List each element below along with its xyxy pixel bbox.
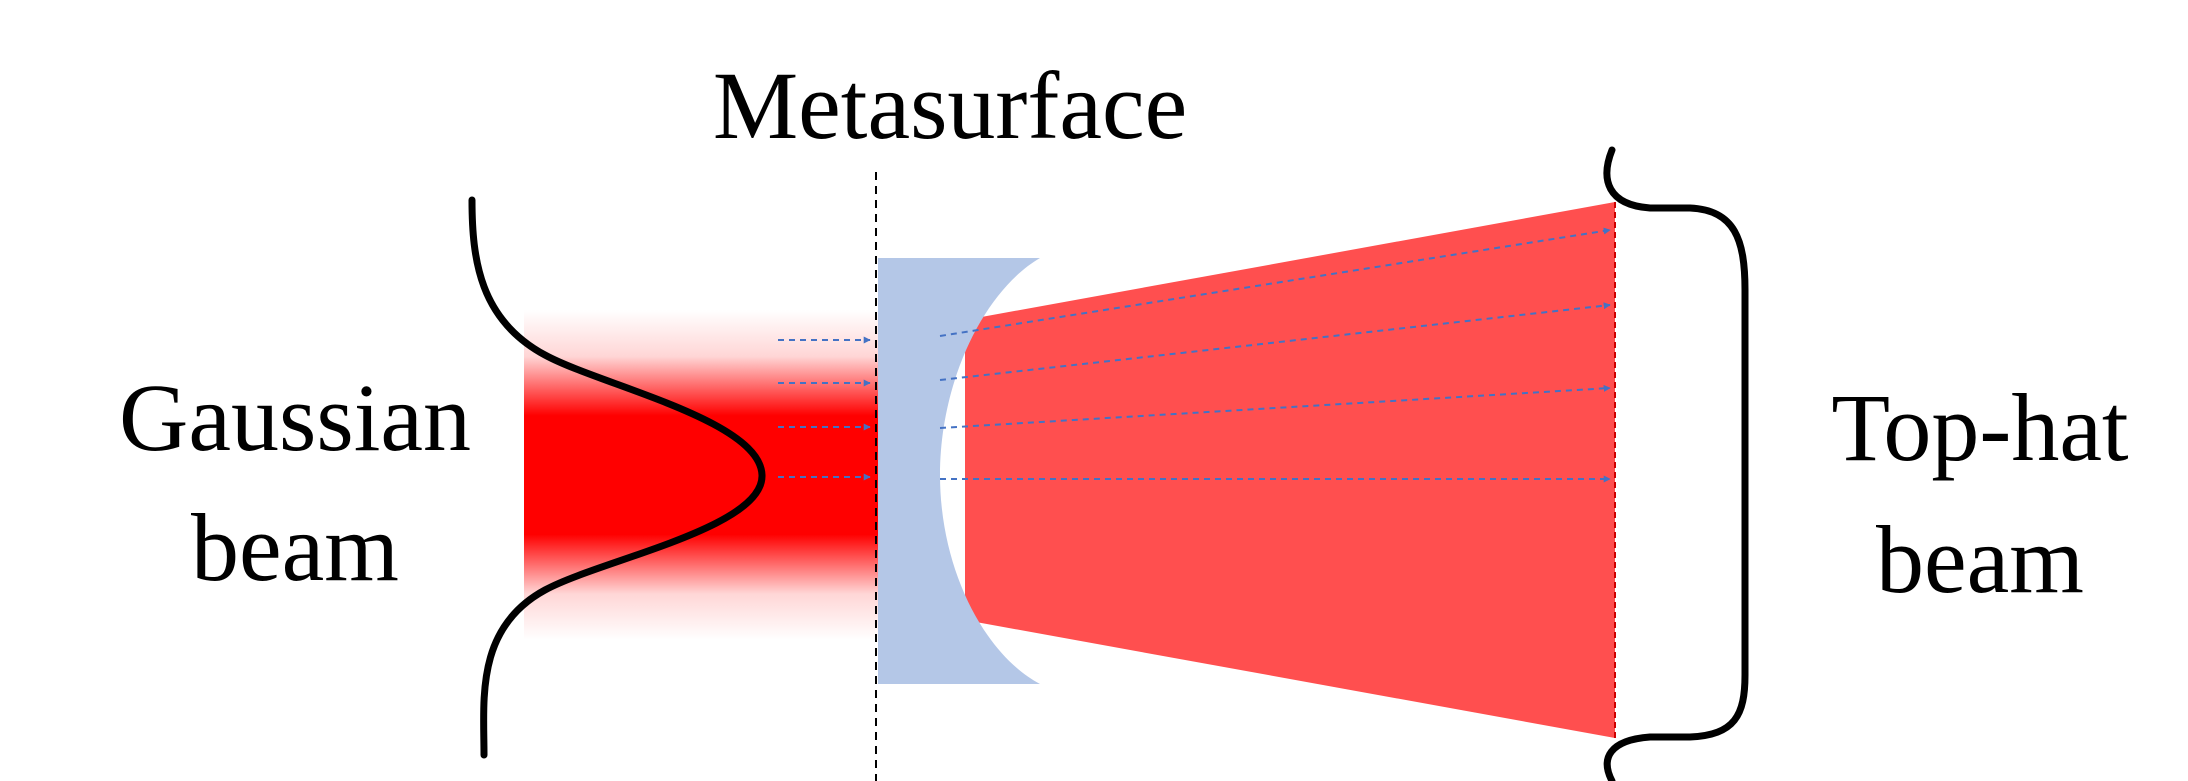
metasurface-label: Metasurface <box>713 52 1187 159</box>
incident-rays <box>778 336 871 481</box>
transmitted-rays <box>939 227 1611 483</box>
top-hat-profile-brace <box>1603 146 1749 781</box>
transmitted-ray <box>939 302 1611 381</box>
gaussian-profile-curve <box>468 196 766 759</box>
transmitted-ray <box>939 227 1611 337</box>
transmitted-ray <box>939 384 1611 429</box>
top-hat-beam-label-line1: Top-hat <box>1831 374 2129 481</box>
gaussian-beam-label-line2: beam <box>191 494 399 601</box>
gaussian-beam-body <box>524 310 880 640</box>
top-hat-beam-body <box>965 202 1615 738</box>
metasurface-element <box>878 258 1040 684</box>
gaussian-beam-label-line1: Gaussian <box>119 364 471 471</box>
top-hat-beam-label-line2: beam <box>1876 506 2084 613</box>
